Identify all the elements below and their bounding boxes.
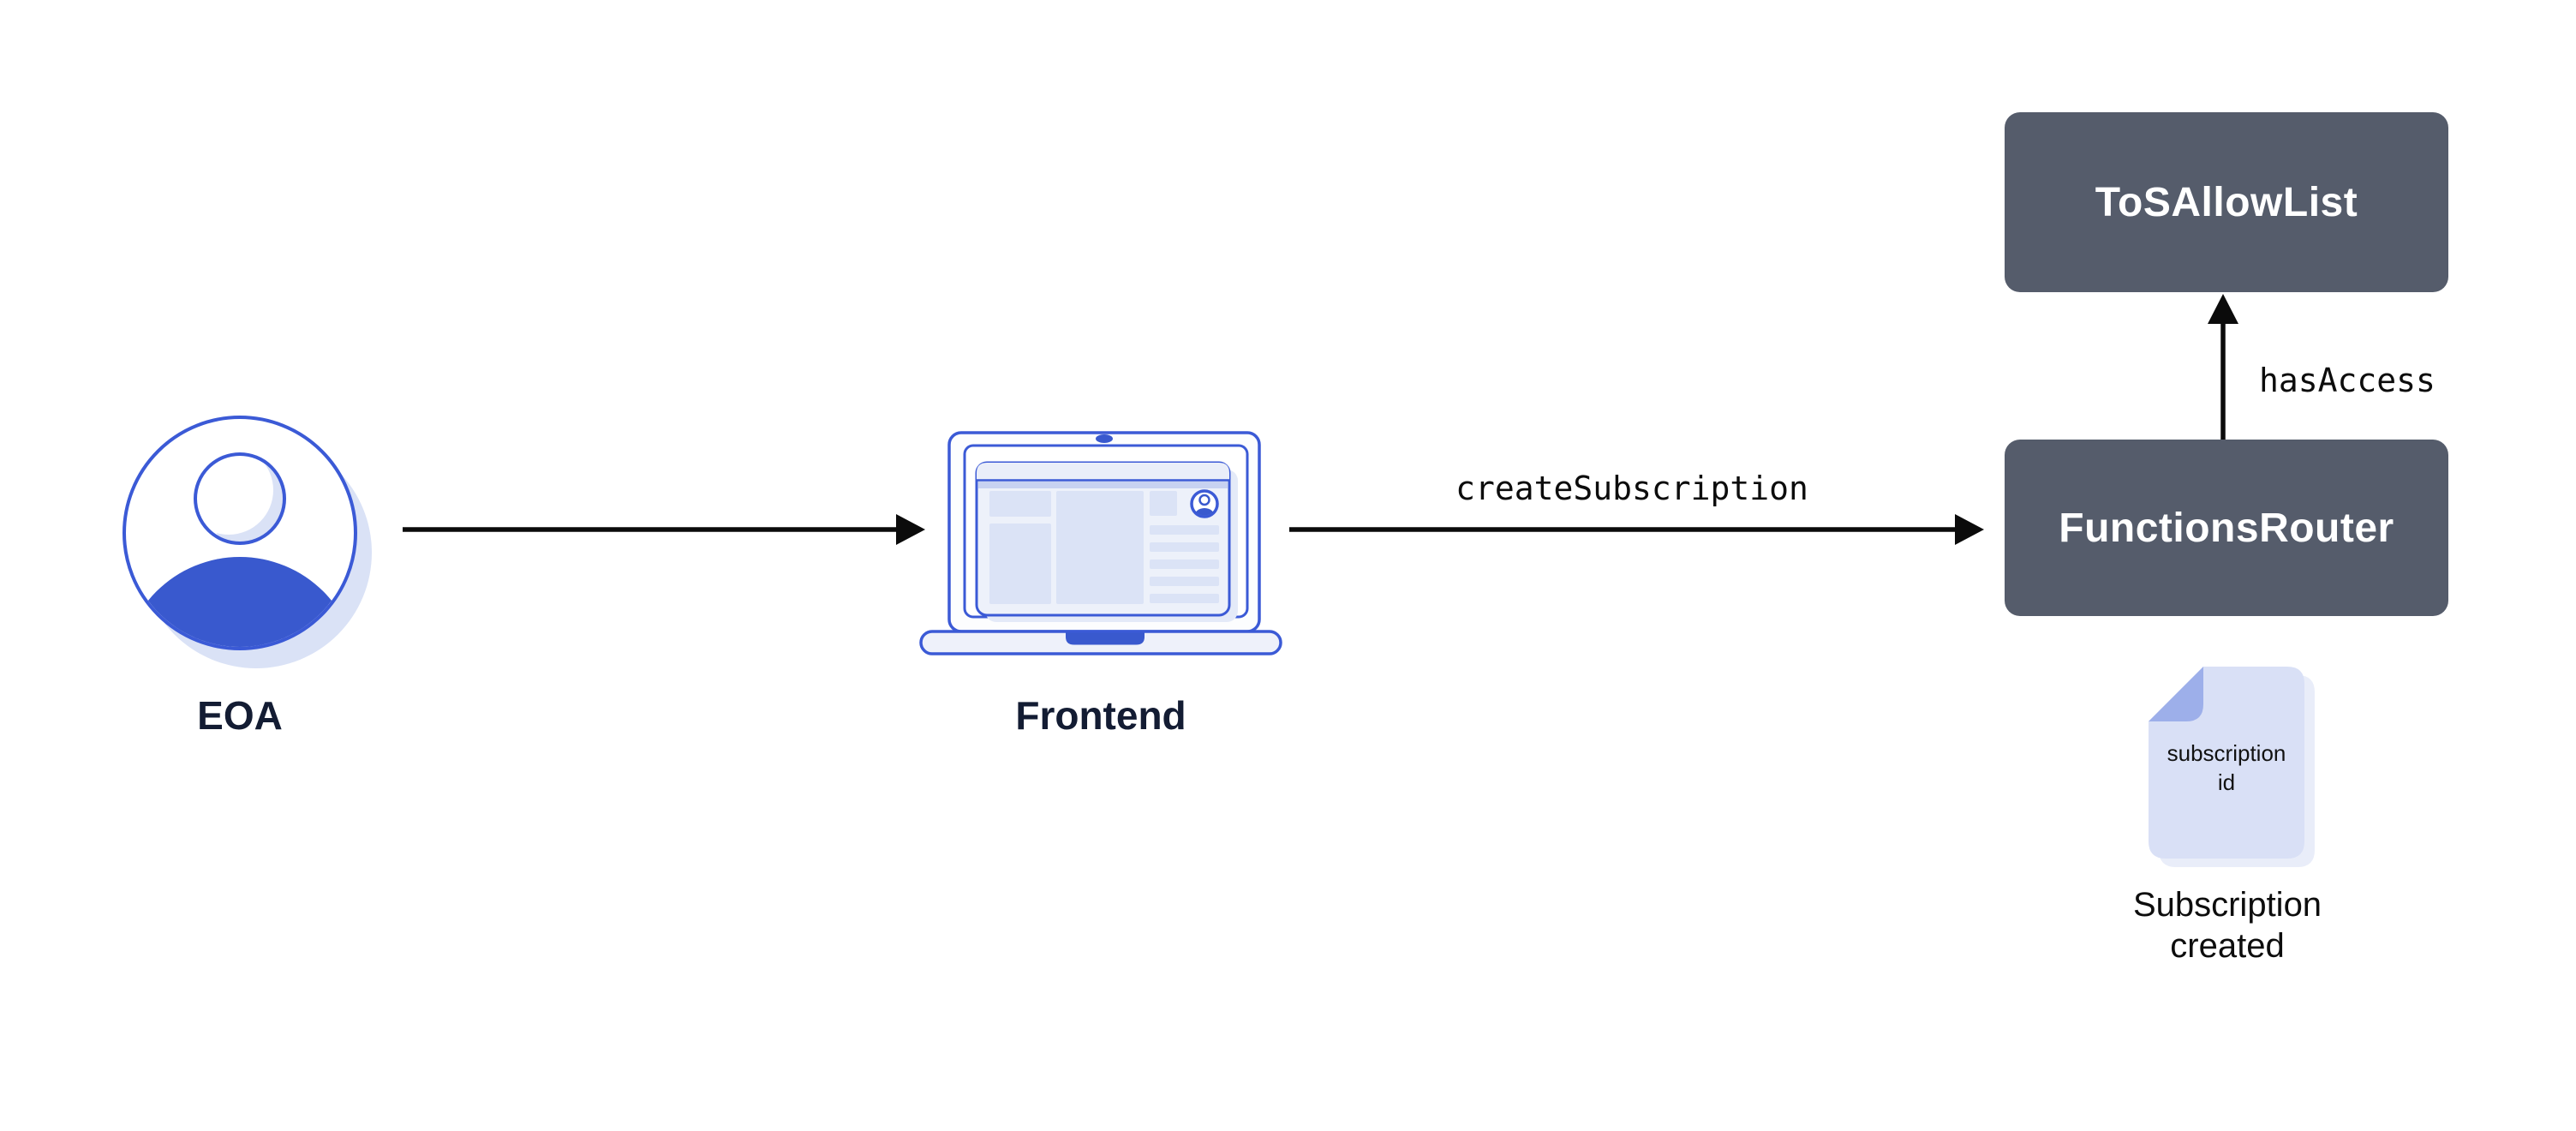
laptop-browser-icon [919, 431, 1282, 655]
browser-profile-icon [1190, 489, 1219, 518]
browser-toolbar [977, 463, 1229, 480]
subscription-created-caption: Subscription created [2132, 886, 2322, 965]
document-fold [2149, 667, 2203, 721]
arrow-eoa-to-frontend [403, 514, 925, 545]
edge-label-create-subscription: createSubscription [1455, 470, 1808, 507]
arrow-frontend-to-functions-router [1289, 514, 1984, 545]
node-functions-router: FunctionsRouter [2005, 440, 2448, 616]
avatar-shoulders [126, 557, 354, 647]
avatar-head-outline [194, 452, 286, 545]
functions-router-label: FunctionsRouter [2059, 505, 2394, 551]
eoa-label: EOA [197, 693, 283, 738]
user-avatar-icon [123, 416, 372, 668]
document-text-line1: subscription [2167, 740, 2286, 766]
edge-label-has-access: hasAccess [2259, 362, 2436, 399]
laptop-base-notch [1066, 632, 1145, 645]
laptop-webcam-icon [1096, 434, 1113, 443]
document-text: subscription id [2149, 739, 2304, 797]
document-icon [2149, 667, 2315, 867]
browser-subheader-strip [978, 482, 1228, 488]
frontend-label: Frontend [1015, 693, 1186, 738]
tos-allow-list-label: ToSAllowList [2095, 179, 2358, 225]
arrow-functions-router-to-tos-allow-list [2208, 294, 2238, 440]
document-text-line2: id [2217, 769, 2236, 795]
browser-content-blocks [989, 491, 1219, 604]
node-tos-allow-list: ToSAllowList [2005, 112, 2448, 292]
